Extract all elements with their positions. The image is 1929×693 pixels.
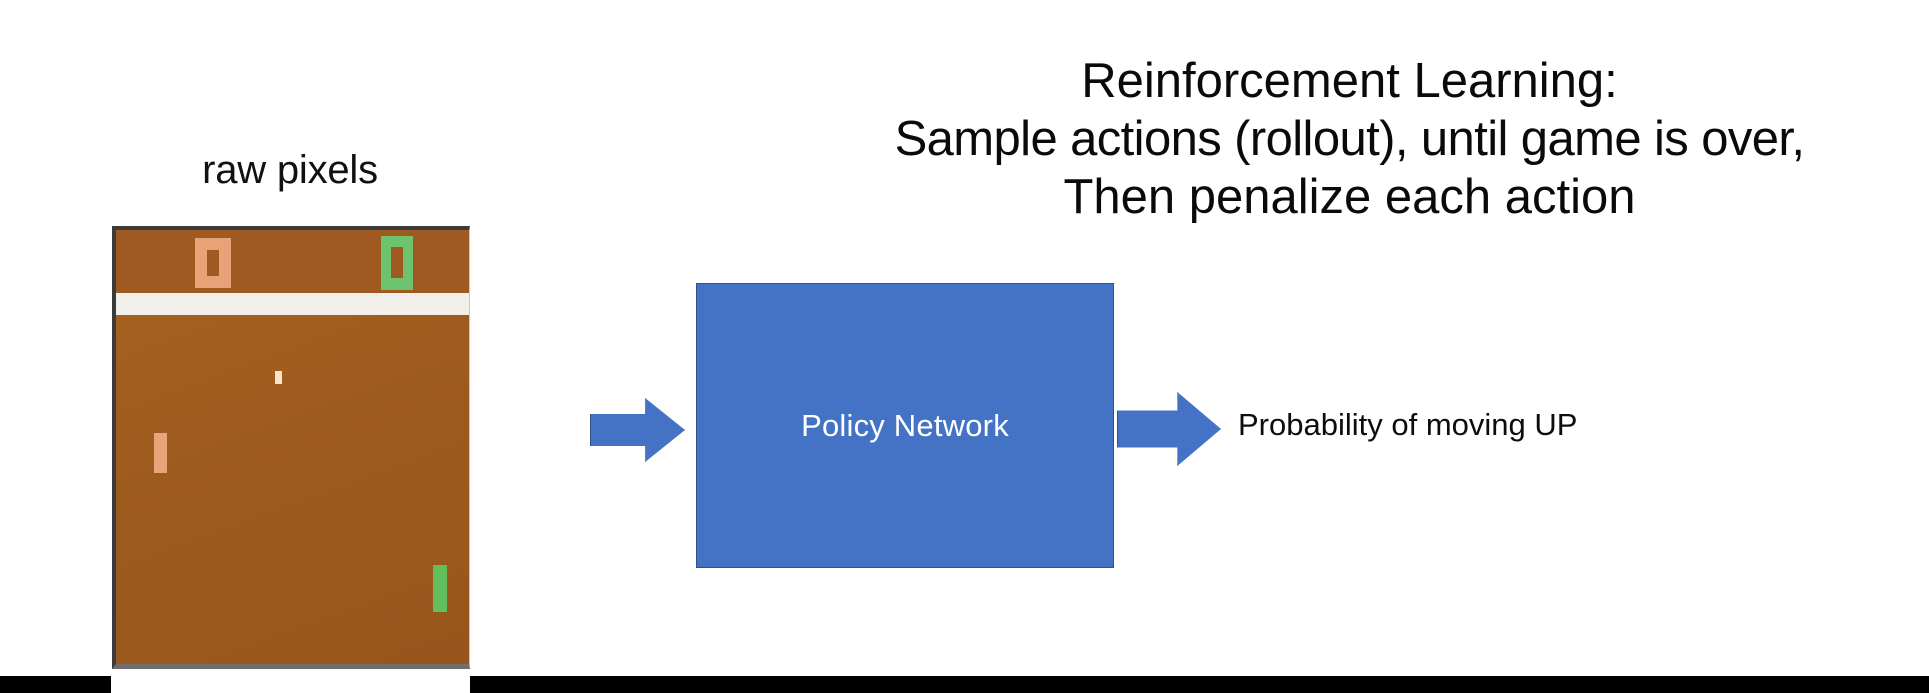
score-digit-left — [195, 238, 231, 288]
policy-network-box: Policy Network — [696, 283, 1114, 568]
pong-ball — [275, 371, 282, 384]
title-line-1: Reinforcement Learning: — [1081, 54, 1618, 108]
score-digit-right-hole — [391, 247, 403, 278]
title-line-3: Then penalize each action — [1063, 170, 1636, 224]
input-arrow-icon — [590, 398, 685, 462]
output-arrow-icon — [1117, 392, 1221, 466]
raw-pixels-caption: raw pixels — [202, 148, 378, 192]
pong-playfield — [116, 315, 469, 664]
score-divider-band — [116, 293, 469, 315]
score-bar — [116, 230, 469, 293]
left-paddle — [154, 433, 167, 473]
atari-pong-game-frame — [112, 226, 470, 669]
policy-network-label: Policy Network — [801, 407, 1009, 443]
bottom-bar-left — [0, 676, 111, 693]
title-line-2: Sample actions (rollout), until game is … — [894, 112, 1805, 166]
right-paddle — [433, 565, 447, 612]
score-digit-left-hole — [207, 250, 219, 276]
score-digit-right — [381, 236, 413, 290]
title-block: Reinforcement Learning: Sample actions (… — [770, 52, 1929, 226]
output-label: Probability of moving UP — [1238, 407, 1578, 442]
bottom-bar-right — [470, 676, 1929, 693]
